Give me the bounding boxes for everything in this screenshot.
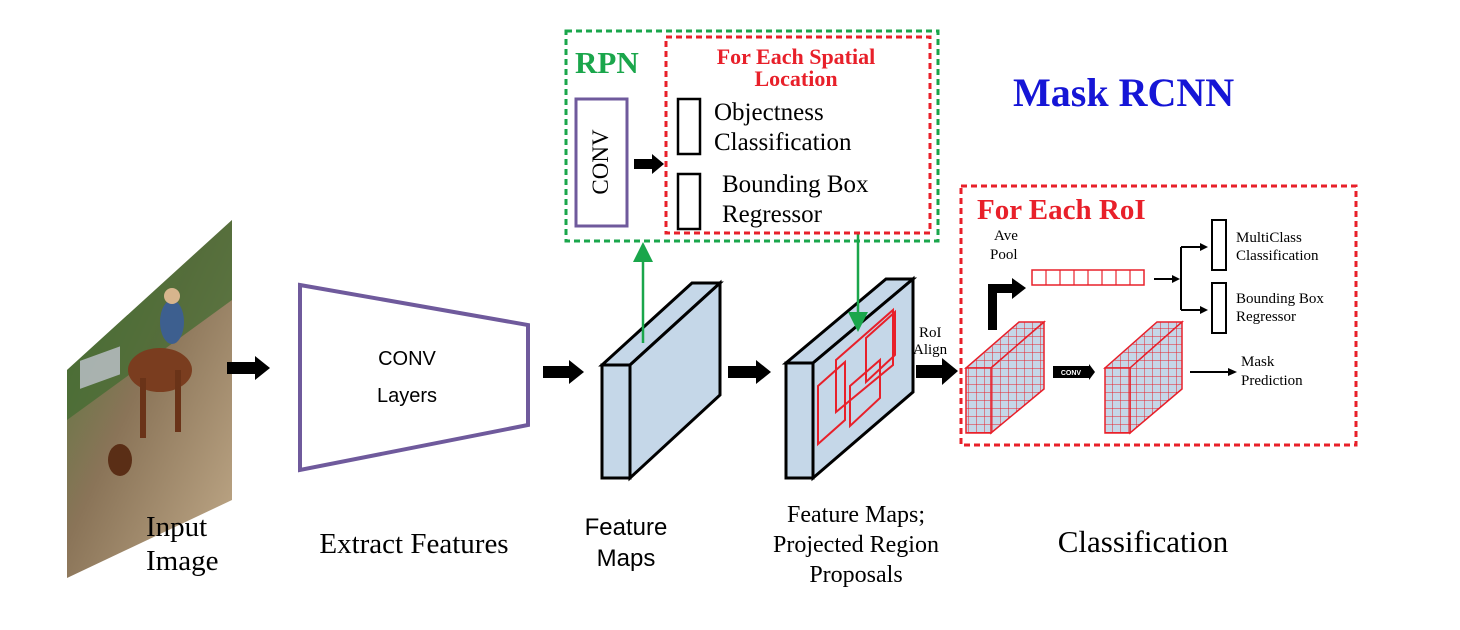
conv-layers-label-2: Layers — [377, 385, 437, 407]
projected-caption-3: Proposals — [809, 562, 902, 588]
head-conv-label: CONV — [1061, 370, 1082, 377]
rpn-conv-label: CONV — [588, 129, 613, 195]
arrow-conv-to-fmap — [543, 360, 584, 384]
arrow-roi-align — [916, 358, 958, 385]
mask-label-2: Prediction — [1241, 373, 1303, 389]
head-bbox-label-2: Regressor — [1236, 309, 1296, 325]
multiclass-slot — [1211, 219, 1227, 271]
spatial-location-box — [664, 35, 932, 235]
feature-maps-block — [598, 279, 724, 482]
region-proposal-1 — [835, 307, 894, 415]
rpn-bbox-label-2: Regressor — [722, 201, 823, 228]
rpn-label: RPN — [575, 45, 639, 80]
roi-head-title: For Each RoI — [977, 194, 1146, 226]
feature-maps-caption-2: Maps — [597, 545, 656, 572]
arrow-ave-pool — [988, 278, 1026, 330]
arrow-branch — [1154, 243, 1208, 314]
head-bbox-slot — [1211, 282, 1227, 334]
objectness-label-2: Classification — [714, 129, 852, 156]
roi-align-label-2: Align — [913, 342, 948, 358]
diagram-title: Mask RCNN — [1013, 70, 1234, 115]
conv-layers-box — [298, 282, 530, 473]
rpn-box — [564, 29, 940, 243]
classification-caption: Classification — [1058, 524, 1229, 559]
spatial-location-title-1: For Each Spatial — [717, 44, 876, 69]
feature-maps-caption-1: Feature — [585, 514, 668, 541]
projected-feature-maps-block — [781, 275, 918, 482]
objectness-label-1: Objectness — [714, 99, 824, 126]
multiclass-label-2: Classification — [1236, 248, 1319, 264]
arrow-mask — [1190, 368, 1237, 376]
rpn-bbox-label-1: Bounding Box — [722, 171, 869, 198]
roi-feature-grid-1 — [963, 320, 1047, 435]
arrow-input-to-conv — [227, 356, 270, 380]
ave-pool-label-1: Ave — [994, 228, 1018, 244]
region-proposal-3 — [817, 359, 846, 447]
multiclass-label-1: MultiClass — [1236, 230, 1302, 246]
arrow-fmap-to-projected — [728, 360, 771, 384]
rpn-bbox-slot — [676, 172, 702, 231]
extract-features-caption: Extract Features — [319, 528, 508, 560]
input-label-1: Input — [146, 511, 207, 543]
mask-label-1: Mask — [1241, 354, 1275, 370]
input-image — [67, 220, 232, 578]
rpn-conv-box — [574, 97, 629, 228]
ave-pool-label-2: Pool — [990, 247, 1018, 263]
input-label-2: Image — [146, 545, 218, 577]
spatial-location-title-2: Location — [754, 66, 837, 91]
objectness-slot — [676, 97, 702, 156]
roi-feature-grid-2 — [1103, 320, 1184, 435]
pooled-vector — [1031, 269, 1145, 286]
roi-align-label-1: RoI — [919, 325, 942, 341]
region-proposal-4 — [849, 357, 881, 429]
projected-caption-1: Feature Maps; — [787, 502, 925, 528]
arrow-rpn-conv-to-heads — [634, 154, 664, 174]
head-bbox-label-1: Bounding Box — [1236, 291, 1324, 307]
roi-head-box — [959, 184, 1358, 447]
conv-layers-label-1: CONV — [378, 348, 436, 370]
region-proposal-2 — [865, 309, 896, 385]
projected-caption-2: Projected Region — [773, 532, 939, 558]
arrow-head-conv — [1053, 364, 1095, 380]
